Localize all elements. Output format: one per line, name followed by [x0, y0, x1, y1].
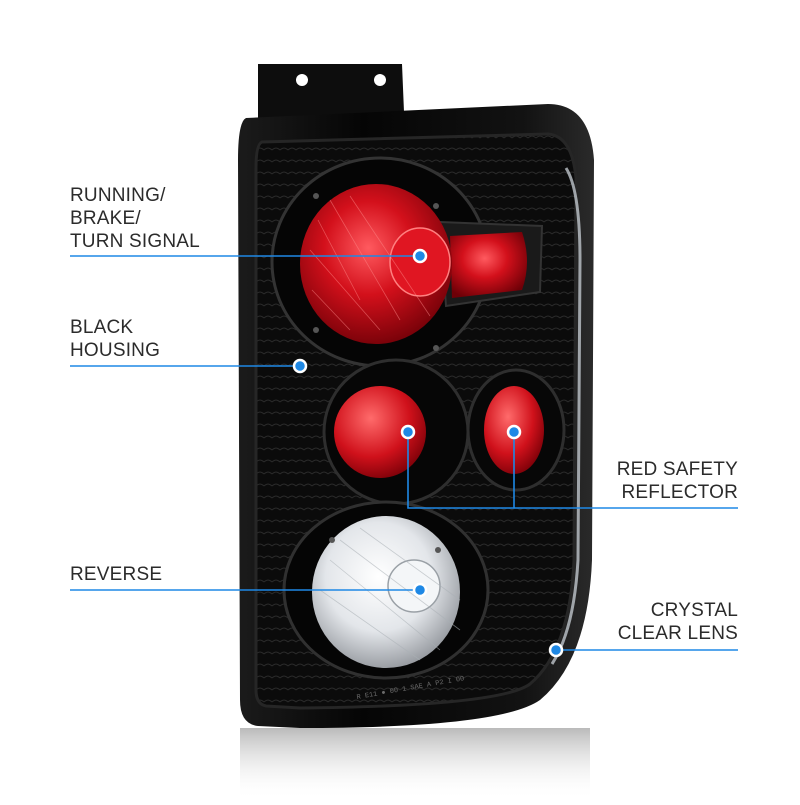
reverse-lamp-lens: [312, 516, 460, 668]
callout-dot-running: [412, 248, 428, 264]
callout-lines: [70, 255, 738, 651]
callout-line-2: CLEAR LENS: [617, 623, 738, 644]
bracket-hole-right: [374, 74, 386, 86]
callout-label-housing: BLACK HOUSING: [70, 316, 160, 362]
reflector-left: [334, 386, 426, 478]
callout-dot-housing: [292, 358, 308, 374]
callout-label-running: RUNNING/ BRAKE/ TURN SIGNAL: [70, 184, 200, 253]
callout-dot-reflector-left: [400, 424, 416, 440]
callout-line-2: HOUSING: [70, 340, 161, 361]
callout-label-lens: CRYSTAL CLEAR LENS: [618, 599, 738, 645]
callout-dots: [292, 248, 564, 658]
floor-reflection: [240, 728, 590, 800]
callout-dot-lens: [548, 642, 564, 658]
callout-line-1: REVERSE: [70, 564, 163, 585]
reverse-lamp-facets: [319, 527, 461, 661]
callout-dot-reverse: [412, 582, 428, 598]
callout-line-1: CRYSTAL: [650, 600, 738, 621]
callout-line-1: RED SAFETY: [616, 459, 738, 480]
callout-line-reflector: [407, 432, 738, 509]
callout-line-3: TURN SIGNAL: [70, 231, 200, 252]
bracket-hole-left: [296, 74, 308, 86]
callout-label-reverse: REVERSE: [70, 563, 162, 586]
callout-line-1: RUNNING/: [70, 185, 166, 206]
crystal-lens-edge: [550, 167, 582, 665]
callout-line-2: BRAKE/: [70, 208, 141, 229]
screw-details: [313, 193, 441, 553]
callout-line-1: BLACK: [70, 317, 134, 338]
callout-line-2: REFLECTOR: [621, 482, 738, 503]
brake-lamp-lens: [300, 184, 452, 344]
brake-lamp-side-lens: [450, 232, 527, 298]
callout-dot-reflector-right: [506, 424, 522, 440]
callout-label-reflector: RED SAFETY REFLECTOR: [617, 458, 738, 504]
